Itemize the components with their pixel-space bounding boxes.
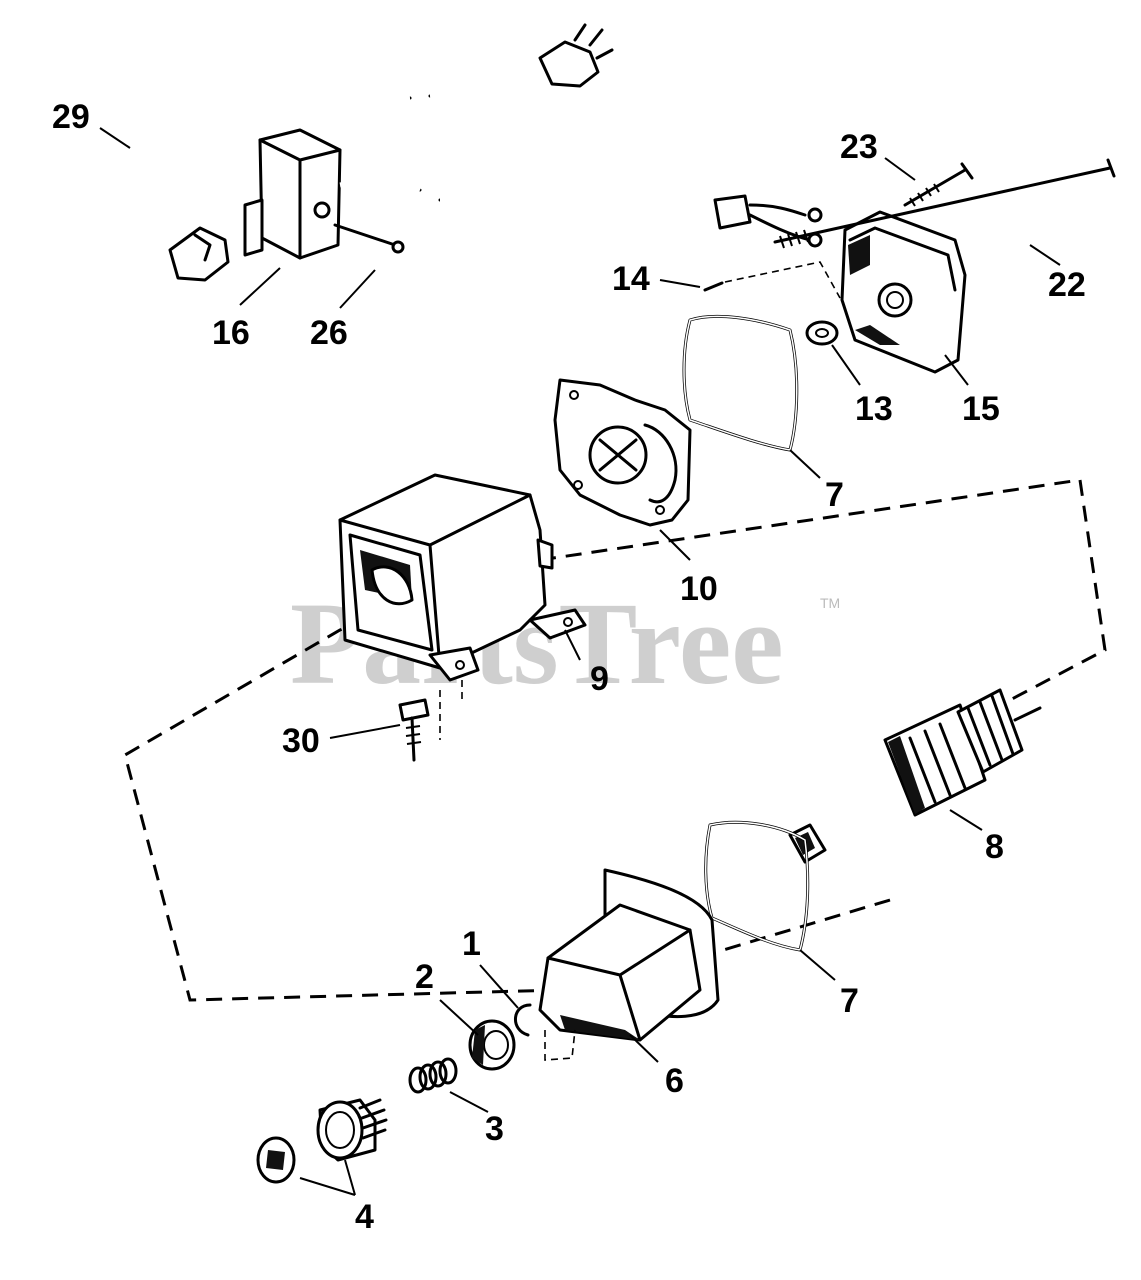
callout-23: 23 (840, 128, 878, 166)
part-22-through-bolt[interactable] (773, 158, 1116, 249)
part-23-screw[interactable] (903, 162, 974, 207)
part-3-spring[interactable] (408, 1057, 458, 1094)
callout-1: 1 (462, 925, 481, 963)
callout-7-lower: 7 (840, 982, 859, 1020)
part-30-screw[interactable] (398, 698, 430, 762)
part-7-gasket-lower[interactable] (704, 820, 810, 952)
callout-15: 15 (962, 390, 1000, 428)
part-16-switch[interactable] (243, 128, 422, 260)
part-2-spring-cup[interactable] (468, 1019, 516, 1071)
callout-3: 3 (485, 1110, 504, 1148)
callout-labels: 29 16 26 23 22 14 13 15 7 10 9 30 8 7 1 … (52, 98, 1086, 1236)
part-15-end-housing[interactable] (840, 210, 967, 374)
callout-16: 16 (212, 314, 250, 352)
lead-wire (438, 194, 823, 248)
callout-7-upper: 7 (825, 476, 844, 514)
part-13-washer[interactable] (805, 320, 839, 346)
part-10-brush-plate[interactable] (553, 378, 692, 527)
part-8-armature[interactable] (788, 688, 1042, 864)
callout-14: 14 (612, 260, 650, 298)
callout-10: 10 (680, 570, 718, 608)
callout-6: 6 (665, 1062, 684, 1100)
leader-lines (99, 127, 1061, 1196)
callout-29: 29 (52, 98, 90, 136)
callout-8: 8 (985, 828, 1004, 866)
callout-2: 2 (415, 958, 434, 996)
callout-26: 26 (310, 314, 348, 352)
part-6-drive-end-housing[interactable] (538, 868, 720, 1061)
callout-30: 30 (282, 722, 320, 760)
part-26-screw[interactable] (333, 223, 405, 254)
part-1-retaining-ring[interactable] (514, 1003, 532, 1037)
callout-9: 9 (590, 660, 609, 698)
callout-13: 13 (855, 390, 893, 428)
watermark-trademark: TM (820, 595, 840, 611)
part-14-screw[interactable] (703, 261, 841, 299)
part-4-pinion-gear[interactable] (256, 1098, 388, 1184)
assembly-outline (123, 478, 1107, 1002)
part-9-motor-frame[interactable] (338, 473, 587, 740)
part-29-power-cord[interactable] (83, 23, 614, 282)
callout-22: 22 (1048, 266, 1086, 304)
part-7-gasket-upper[interactable] (682, 314, 799, 452)
callout-4: 4 (355, 1198, 374, 1236)
